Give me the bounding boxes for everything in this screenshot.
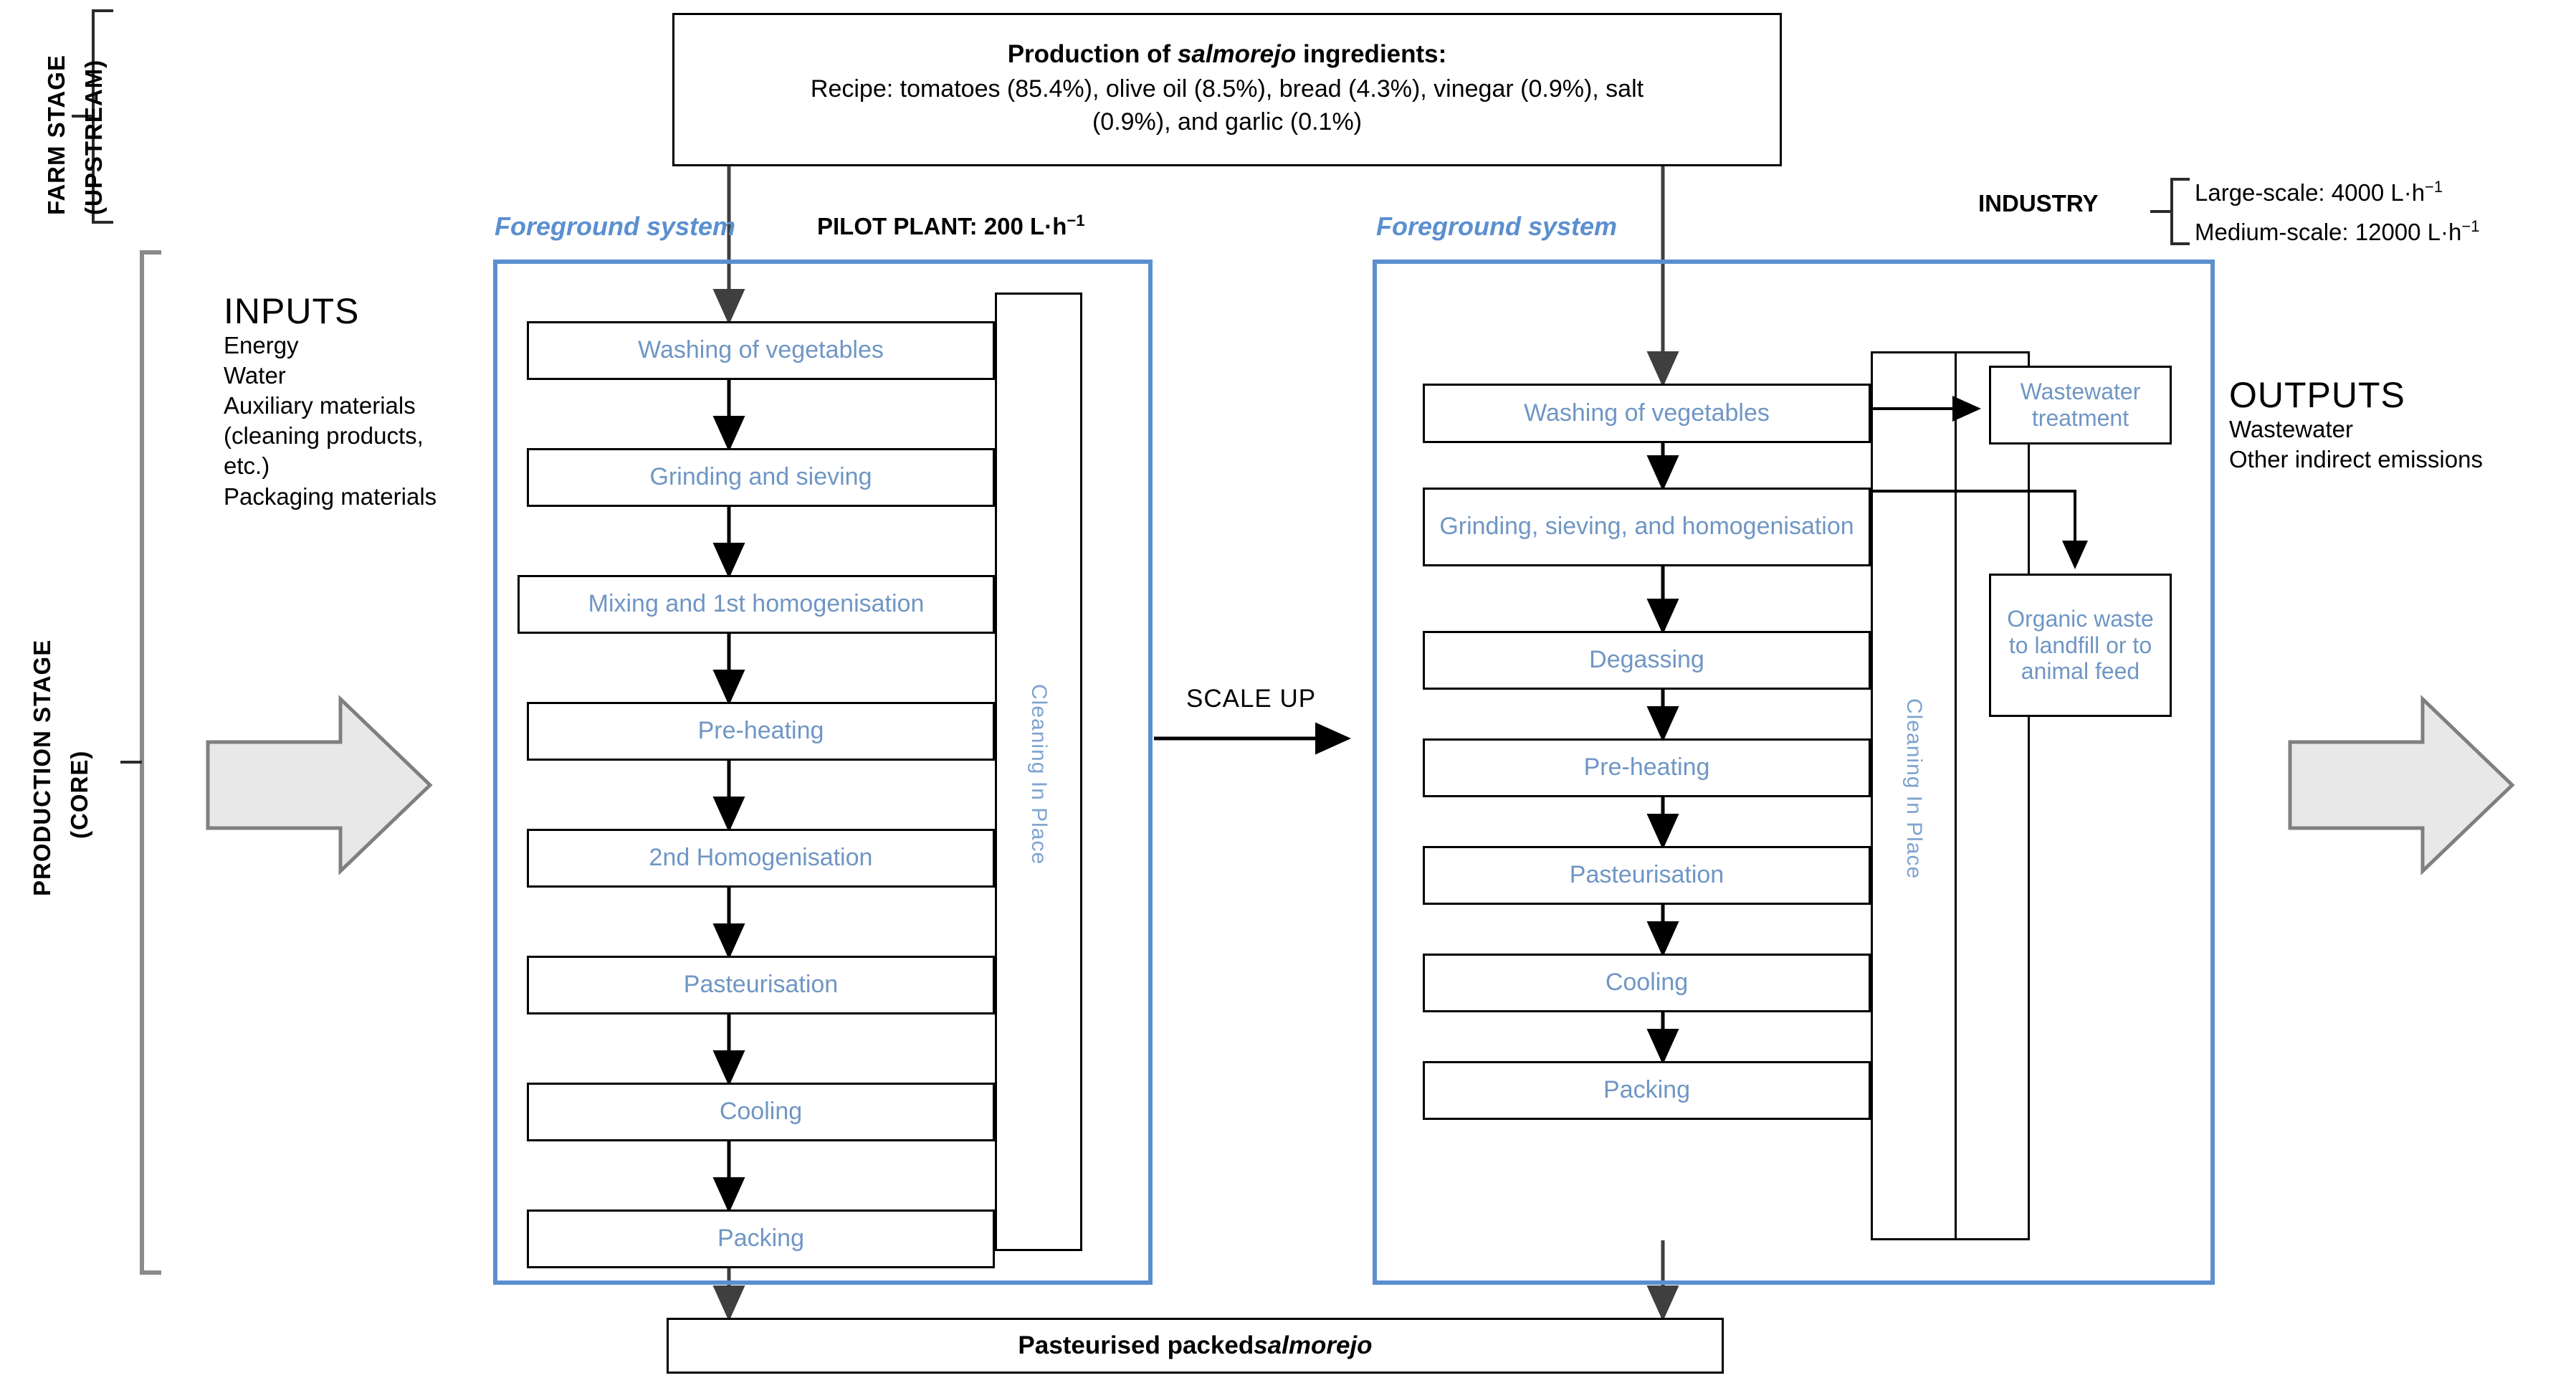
inputs-line-3: (cleaning products, — [224, 422, 424, 450]
pilot-step-5[interactable]: Pasteurisation — [527, 956, 995, 1014]
ingredients-title: Production of salmorejo ingredients: — [1008, 40, 1447, 69]
final-product-prefix: Pasteurised packed — [1018, 1331, 1254, 1359]
pilot-cip-box — [995, 293, 1082, 1251]
inputs-line-0: Energy — [224, 331, 299, 358]
industry-large-scale-text: Large-scale: 4000 L·h — [2195, 179, 2425, 206]
outputs-block: OUTPUTS Wastewater Other indirect emissi… — [2229, 376, 2566, 475]
industry-step-5[interactable]: Cooling — [1423, 954, 1871, 1012]
industry-cip-box — [1871, 351, 1957, 1240]
pilot-step-4[interactable]: 2nd Homogenisation — [527, 829, 995, 888]
pilot-step-6[interactable]: Cooling — [527, 1083, 995, 1141]
industry-step-0[interactable]: Washing of vegetables — [1423, 384, 1871, 443]
industry-large-scale-label: Large-scale: 4000 L·h−1 — [2195, 178, 2443, 206]
ingredients-box: Production of salmorejo ingredients: Rec… — [672, 13, 1782, 166]
industry-medium-scale-text: Medium-scale: 12000 L·h — [2195, 219, 2462, 245]
ingredients-title-prefix: Production of — [1007, 40, 1178, 69]
industry-cip-outer-frame — [1954, 351, 2030, 1240]
wastewater-treatment-box[interactable]: Wastewater treatment — [1989, 366, 2172, 445]
industry-medium-scale-label: Medium-scale: 12000 L·h−1 — [2195, 217, 2479, 246]
pilot-step-3[interactable]: Pre-heating — [527, 702, 995, 761]
industry-step-3[interactable]: Pre-heating — [1423, 738, 1871, 797]
inputs-block: INPUTS Energy Water Auxiliary materials … — [224, 293, 503, 512]
production-stage-label-line2: (CORE) — [66, 750, 92, 839]
pilot-step-2[interactable]: Mixing and 1st homogenisation — [517, 575, 995, 634]
pilot-foreground-system-box — [493, 260, 1153, 1285]
pilot-step-1[interactable]: Grinding and sieving — [527, 448, 995, 507]
outputs-title: OUTPUTS — [2229, 375, 2405, 415]
outputs-flow-arrow — [2288, 695, 2515, 875]
farm-stage-label-line1: FARM STAGE — [43, 54, 70, 215]
pilot-plant-scale-label: PILOT PLANT: 200 L·h−1 — [817, 212, 1084, 240]
farm-stage-label-line2: (UPSTREAM) — [80, 59, 107, 215]
ingredients-recipe-line-1: Recipe: tomatoes (85.4%), olive oil (8.5… — [810, 75, 1644, 103]
outputs-line-1: Other indirect emissions — [2229, 445, 2483, 472]
production-stage-label-line1: PRODUCTION STAGE — [29, 639, 55, 896]
pilot-plant-scale-exponent: −1 — [1067, 212, 1085, 229]
inputs-title: INPUTS — [224, 291, 360, 331]
inputs-line-4: etc.) — [224, 452, 270, 480]
pilot-step-7[interactable]: Packing — [527, 1209, 995, 1268]
industry-label: INDUSTRY — [1978, 190, 2099, 217]
organic-waste-box[interactable]: Organic waste to landfill or to animal f… — [1989, 574, 2172, 717]
inputs-line-1: Water — [224, 361, 286, 389]
pilot-cip-label: Cleaning In Place — [1027, 683, 1051, 865]
industry-step-1[interactable]: Grinding, sieving, and homogenisation — [1423, 488, 1871, 566]
scale-up-label: SCALE UP — [1186, 685, 1317, 713]
pilot-foreground-system-label: Foreground system — [495, 212, 736, 241]
final-product-box: Pasteurised packed salmorejo — [667, 1318, 1724, 1374]
ingredients-title-suffix: ingredients: — [1296, 40, 1447, 69]
inputs-line-2: Auxiliary materials — [224, 391, 416, 419]
inputs-line-5: Packaging materials — [224, 483, 437, 510]
pilot-plant-scale-text: PILOT PLANT: 200 L·h — [817, 213, 1067, 239]
final-product-italic: salmorejo — [1254, 1331, 1373, 1359]
ingredients-title-italic: salmorejo — [1177, 40, 1297, 69]
outputs-line-0: Wastewater — [2229, 415, 2353, 442]
industry-large-scale-exponent: −1 — [2425, 178, 2443, 196]
industry-step-2[interactable]: Degassing — [1423, 631, 1871, 690]
industry-cip-label: Cleaning In Place — [1902, 698, 1926, 880]
pilot-step-0[interactable]: Washing of vegetables — [527, 321, 995, 380]
industry-foreground-system-box — [1373, 260, 2215, 1285]
ingredients-recipe-line-2: (0.9%), and garlic (0.1%) — [1092, 108, 1363, 136]
industry-medium-scale-exponent: −1 — [2461, 217, 2480, 235]
industry-step-6[interactable]: Packing — [1423, 1061, 1871, 1120]
industry-foreground-system-label: Foreground system — [1376, 212, 1618, 241]
industry-step-4[interactable]: Pasteurisation — [1423, 846, 1871, 905]
inputs-flow-arrow — [206, 695, 433, 875]
